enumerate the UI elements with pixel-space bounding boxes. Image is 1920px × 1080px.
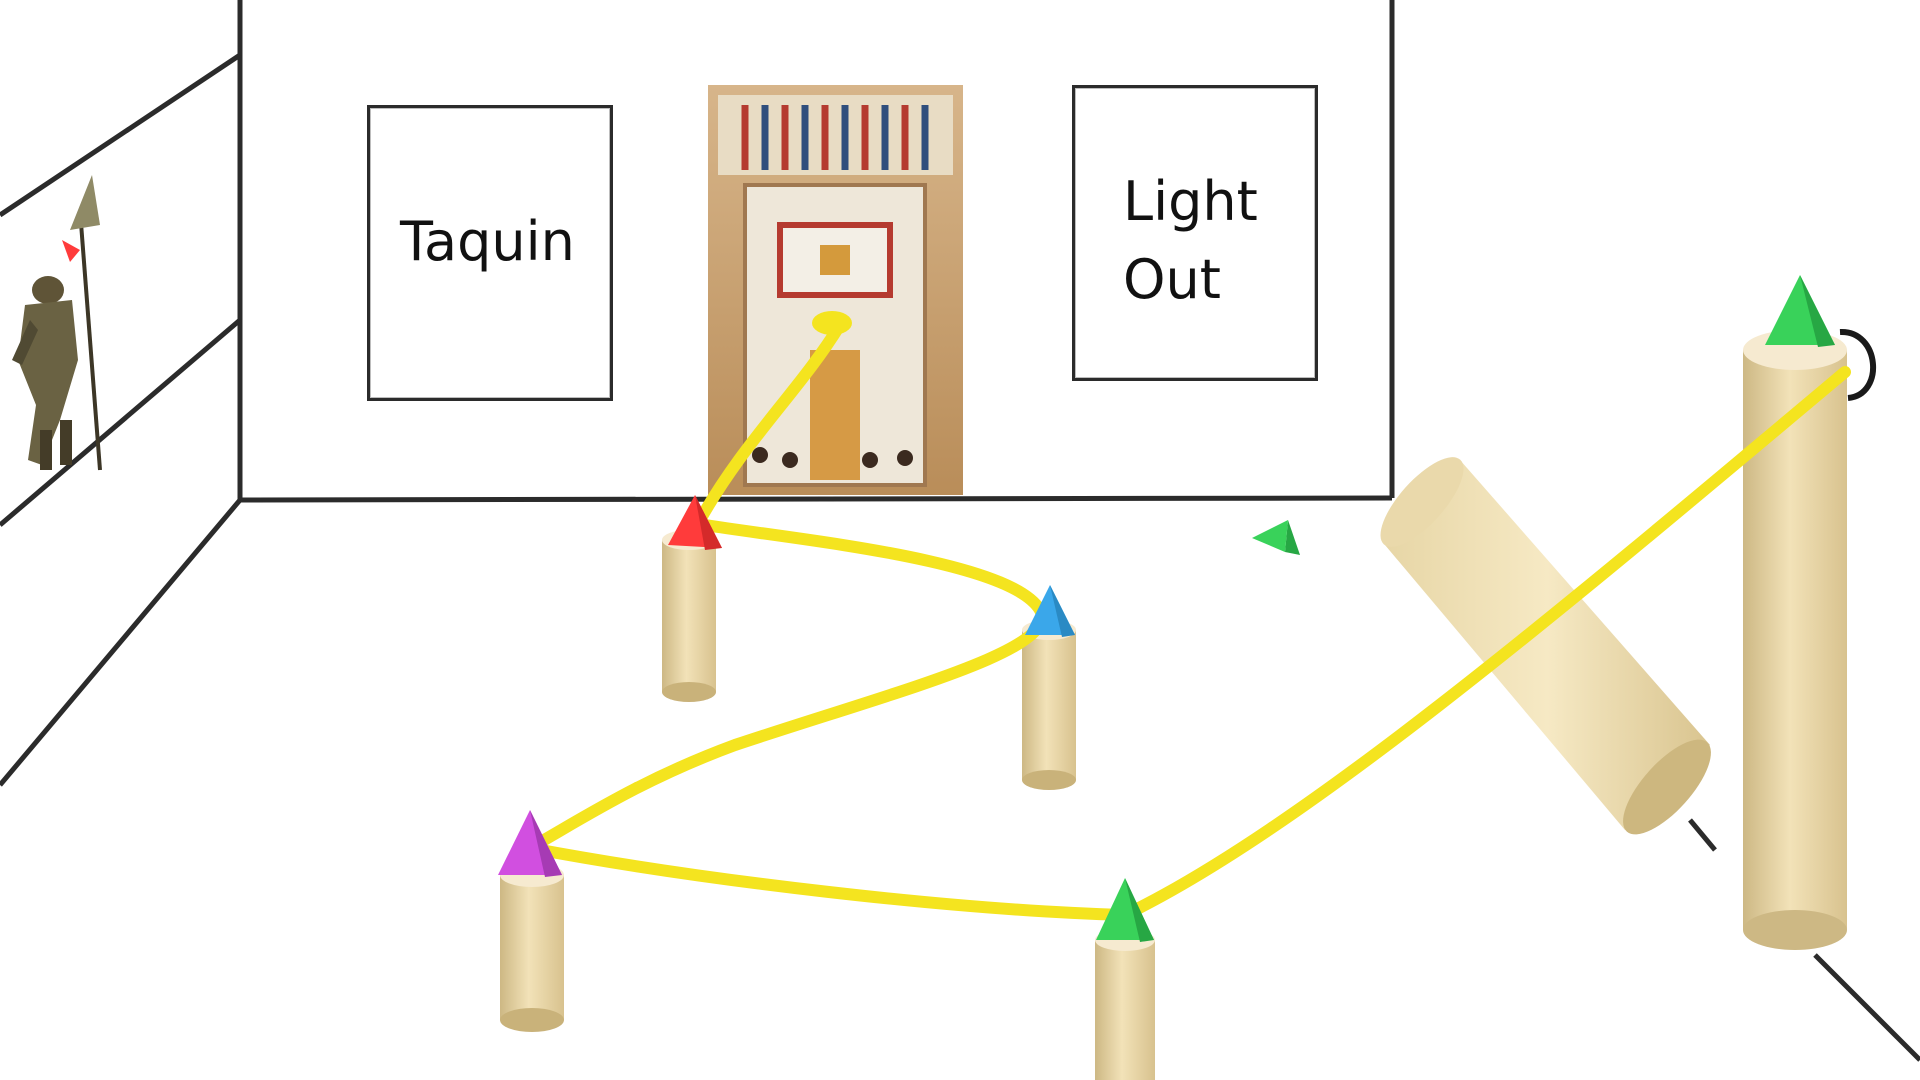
marker-red-icon[interactable]	[668, 495, 722, 550]
rope-end	[812, 311, 852, 335]
decorated-door-icon[interactable]	[708, 85, 963, 495]
sign-taquin[interactable]: Taquin	[367, 105, 613, 401]
tilted-log[interactable]	[1368, 445, 1725, 848]
marker-green-icon[interactable]	[1096, 878, 1154, 942]
rope-segment	[694, 319, 846, 526]
pillar-red[interactable]	[662, 530, 716, 702]
sign-light-out[interactable]: Light Out	[1072, 85, 1318, 381]
marker-green-floor-icon[interactable]	[1252, 520, 1300, 555]
pillar-blue[interactable]	[1022, 620, 1076, 790]
pillar-green[interactable]	[1095, 929, 1155, 1080]
marker-magenta-icon[interactable]	[498, 810, 562, 877]
warrior-figure-icon	[12, 175, 102, 471]
marker-blue-icon[interactable]	[1025, 585, 1075, 637]
tall-pillar[interactable]	[1743, 328, 1876, 950]
pillar-magenta[interactable]	[500, 863, 564, 1032]
marker-green-top-icon[interactable]	[1765, 275, 1835, 347]
sign-taquin-label: Taquin	[400, 210, 575, 273]
sign-light-out-label: Light Out	[1123, 170, 1258, 312]
